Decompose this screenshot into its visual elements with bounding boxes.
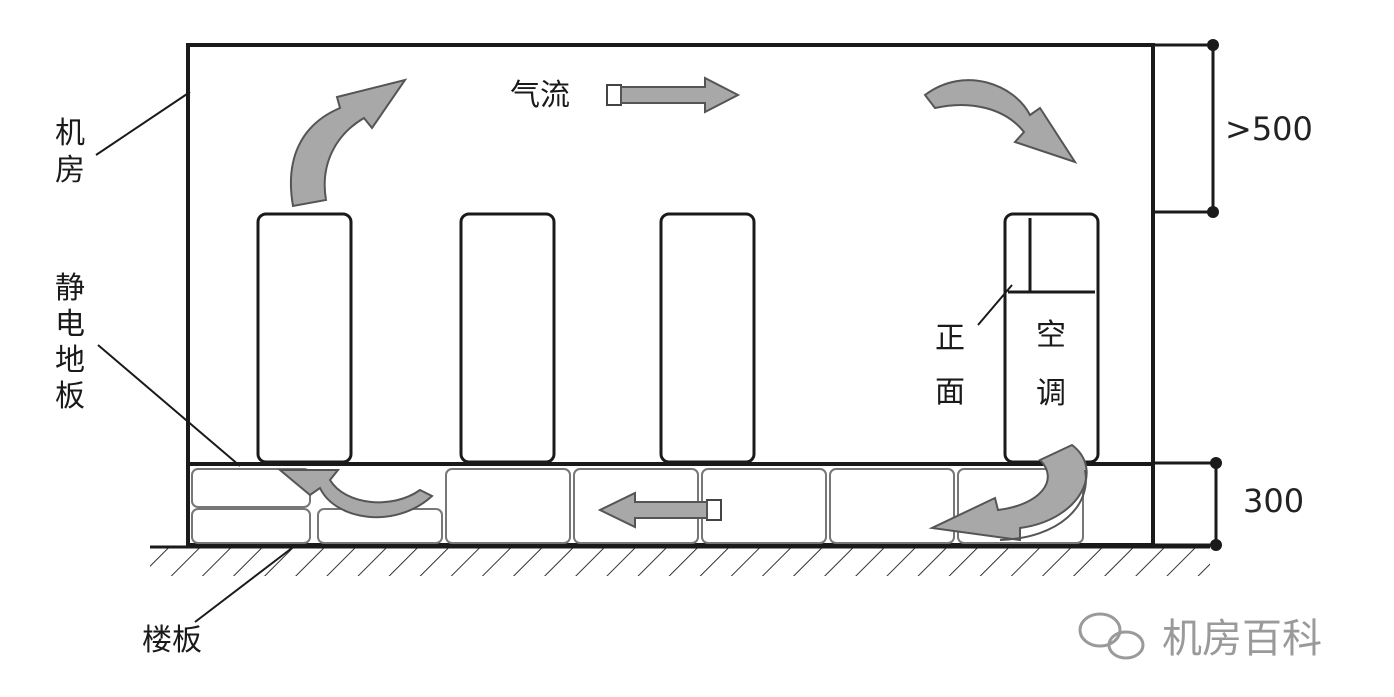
airflow-arrow-up-left [289,78,408,208]
wechat-icon [1078,612,1145,660]
floor-slab-leader-line [194,547,293,623]
ac-label-a: 空 [1036,318,1066,353]
room-label-a: 机 [55,116,85,151]
raised-floor-label-a: 静 [55,271,85,306]
equipment-cabinet-1 [256,212,353,464]
room-label-b: 房 [55,153,85,188]
watermark-text: 机房百科 [1162,616,1322,662]
airflow-arrow-down-right [923,79,1078,164]
airflow-arrow-ac-curve [999,469,1087,541]
room-outline [186,43,1155,547]
dimension-bottom-label: 300 [1243,482,1304,520]
airflow-arrow-underfloor [597,491,722,529]
floor-slab-hatch [150,545,1210,576]
front-label-a: 正 [935,321,965,356]
dimension-top [1153,39,1219,218]
equipment-cabinet-2 [459,212,556,464]
raised-floor-label-c: 地 [55,343,85,378]
raised-floor-leader-line [97,344,241,467]
ac-unit [1003,212,1100,464]
airflow-arrow-rise-left [277,469,434,519]
raised-floor-label-d: 板 [55,379,85,414]
ac-label-b: 调 [1036,376,1066,411]
raised-floor-label-b: 电 [55,307,85,342]
room-leader-line [95,91,191,156]
dimension-top-label: >500 [1225,110,1313,148]
front-leader-line [977,284,1013,326]
floor-slab-label: 楼板 [142,623,202,658]
dimension-bottom [1153,457,1222,551]
watermark: 机房百科 [1078,612,1322,662]
airflow-label: 气流 [510,78,570,113]
airflow-legend-arrow [606,76,741,114]
front-label-b: 面 [935,375,965,410]
equipment-cabinet-3 [659,212,756,464]
